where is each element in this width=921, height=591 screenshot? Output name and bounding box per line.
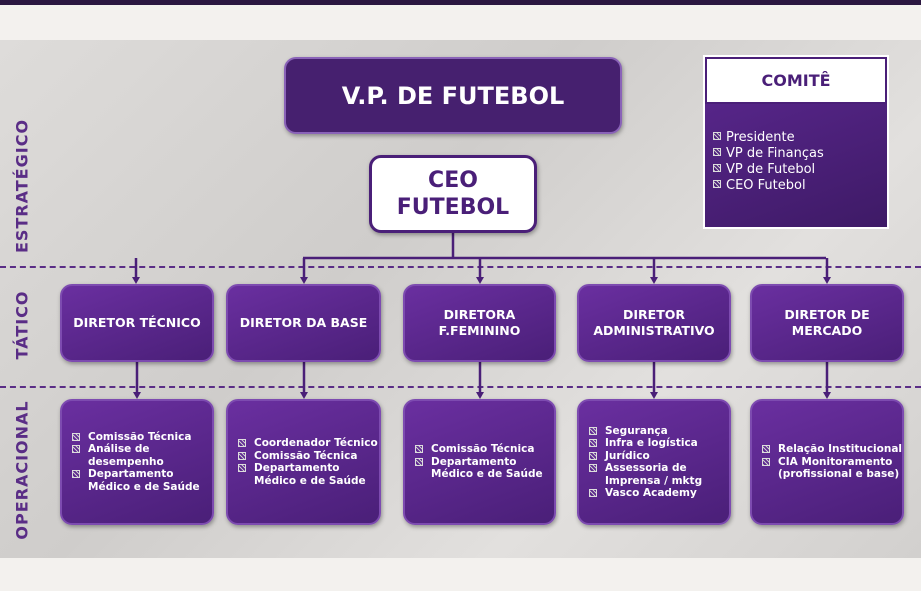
director-box: DIRETOR TÉCNICO xyxy=(60,284,214,362)
bullet-icon xyxy=(72,432,80,441)
list-item: Comissão Técnica xyxy=(415,443,554,456)
list-item: Relação Institucional xyxy=(762,443,902,456)
arrow-head-icon xyxy=(823,277,831,284)
top-bar xyxy=(0,0,921,5)
list-item: VP de Finanças xyxy=(713,146,887,162)
bullet-icon xyxy=(72,470,80,479)
member: CEO Futebol xyxy=(726,178,806,193)
list-item: CIA Monitoramento (profissional e base) xyxy=(762,456,902,481)
director-box: DIRETOR ADMINISTRATIVO xyxy=(577,284,731,362)
member: VP de Futebol xyxy=(726,162,816,177)
arrow-head-icon xyxy=(132,277,140,284)
item-text: Departamento Médico e de Saúde xyxy=(254,462,366,487)
list-item: Análise de desempenho xyxy=(72,443,212,468)
bullet-icon xyxy=(713,164,721,172)
level-divider xyxy=(0,266,921,268)
bullet-icon xyxy=(589,451,597,460)
arrow-head-icon xyxy=(300,277,308,284)
bullet-icon xyxy=(72,445,80,454)
bullet-icon xyxy=(589,426,597,435)
item-text: Vasco Academy xyxy=(605,487,697,499)
list-item: Infra e logística xyxy=(589,437,729,450)
arrow-head-icon xyxy=(823,392,831,399)
comite-title: COMITÊ xyxy=(705,57,887,104)
arrow-head-icon xyxy=(133,392,141,399)
list-item: Departamento Médico e de Saúde xyxy=(238,462,379,487)
arrow-head-icon xyxy=(300,392,308,399)
director-box: DIRETOR DA BASE xyxy=(226,284,381,362)
bullet-icon xyxy=(713,132,721,140)
comite-members: Presidente VP de Finanças VP de Futebol … xyxy=(713,130,887,194)
level-divider xyxy=(0,386,921,388)
director-title: DIRETOR DA BASE xyxy=(239,315,368,330)
director-box: DIRETORA F.FEMININO xyxy=(403,284,556,362)
bullet-icon xyxy=(589,464,597,472)
bullet-icon xyxy=(238,464,246,472)
item-text: Departamento Médico e de Saúde xyxy=(431,455,543,481)
bullet-icon xyxy=(589,439,597,447)
item-text: Jurídico xyxy=(605,449,650,462)
arrow-head-icon xyxy=(650,392,658,399)
ceo-line2: FUTEBOL xyxy=(396,195,510,220)
bottom-strip xyxy=(0,558,921,591)
list-item: VP de Futebol xyxy=(713,162,887,178)
item-text: Relação Institucional xyxy=(778,443,903,456)
bullet-icon xyxy=(713,180,721,188)
bullet-icon xyxy=(762,457,770,466)
director-box: DIRETOR DE MERCADO xyxy=(750,284,904,362)
arrow-head-icon xyxy=(476,392,484,399)
list-item: Coordenador Técnico xyxy=(238,437,379,450)
list-item: Jurídico xyxy=(589,450,729,463)
item-text: Análise de desempenho xyxy=(88,443,164,468)
member: Presidente xyxy=(726,130,795,145)
vp-futebol-box: V.P. DE FUTEBOL xyxy=(284,57,622,134)
list-item: Comissão Técnica xyxy=(72,431,212,444)
arrow-head-icon xyxy=(476,277,484,284)
item-text: Comissão Técnica xyxy=(254,449,358,462)
list-item: Departamento Médico e de Saúde xyxy=(72,468,212,493)
director-title: DIRETOR DE MERCADO xyxy=(784,307,870,338)
list-item: CEO Futebol xyxy=(713,178,887,194)
ceo-line1: CEO xyxy=(428,168,478,193)
list-item: Vasco Academy xyxy=(589,487,729,500)
bullet-icon xyxy=(415,445,423,454)
item-text: Assessoria de Imprensa / mktg xyxy=(605,462,703,487)
item-text: Comissão Técnica xyxy=(88,430,192,443)
item-text: Departamento Médico e de Saúde xyxy=(88,468,200,493)
item-text: Segurança xyxy=(605,424,668,437)
list-item: Presidente xyxy=(713,130,887,146)
member: VP de Finanças xyxy=(726,146,824,161)
bullet-icon xyxy=(713,148,721,156)
item-text: Infra e logística xyxy=(605,437,698,449)
item-text: Comissão Técnica xyxy=(431,443,535,456)
bullet-icon xyxy=(762,445,770,454)
arrow-head-icon xyxy=(650,277,658,284)
list-item: Departamento Médico e de Saúde xyxy=(415,456,554,481)
bullet-icon xyxy=(238,439,246,447)
list-item: Assessoria de Imprensa / mktg xyxy=(589,462,729,487)
director-title: DIRETOR ADMINISTRATIVO xyxy=(593,307,715,338)
list-item: Comissão Técnica xyxy=(238,450,379,463)
item-text: CIA Monitoramento (profissional e base) xyxy=(778,455,900,481)
item-text: Coordenador Técnico xyxy=(254,437,378,449)
director-title: DIRETOR TÉCNICO xyxy=(73,315,201,330)
ceo-futebol-box: CEO FUTEBOL xyxy=(369,155,537,233)
list-item: Segurança xyxy=(589,425,729,438)
bullet-icon xyxy=(415,457,423,466)
bullet-icon xyxy=(589,489,597,497)
bullet-icon xyxy=(238,451,246,460)
comite-box: COMITÊ Presidente VP de Finanças VP de F… xyxy=(703,55,889,229)
director-title: DIRETORA F.FEMININO xyxy=(438,307,521,338)
